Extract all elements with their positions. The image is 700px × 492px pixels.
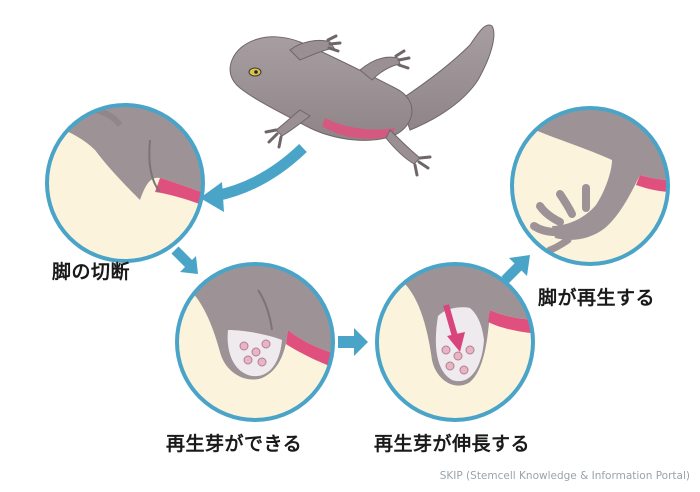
arrow-step3-to-step4: [501, 261, 524, 284]
step3-label: 再生芽が伸長する: [374, 433, 531, 455]
arrow-head-step3: [354, 328, 368, 356]
step4-label: 脚が再生する: [538, 287, 656, 309]
cell-dot: [459, 365, 469, 375]
step1-label: 脚の切断: [52, 261, 131, 283]
cell-dot: [465, 345, 475, 355]
arrow-salamander-to-step1: [213, 144, 307, 202]
cell-dot: [441, 345, 451, 355]
flow-arrows: [171, 144, 530, 356]
cell-dot: [243, 355, 253, 365]
step4-circle: [510, 106, 670, 266]
cell-dot: [257, 357, 267, 367]
growth-arrow: [443, 304, 459, 341]
cell-dot: [453, 351, 463, 361]
arrow-step1-to-step2: [171, 246, 194, 269]
salamander-illustration: [229, 24, 495, 177]
arrow-head-step2: [180, 256, 198, 274]
cell-dot: [239, 341, 249, 351]
cell-dot: [251, 347, 261, 357]
source-credit: SKIP (Stemcell Knowledge & Information P…: [439, 470, 690, 482]
step3-circle: [375, 262, 535, 422]
arrow-step2-to-step3: [338, 336, 354, 348]
step1-circle: [45, 103, 205, 263]
growth-arrow-head: [447, 332, 465, 352]
arrow-head-step4: [509, 255, 530, 276]
arrow-head-step1: [200, 182, 224, 212]
step2-circle: [175, 262, 335, 422]
cell-dot: [445, 361, 455, 371]
cell-dot: [261, 339, 271, 349]
step2-label: 再生芽ができる: [166, 433, 303, 455]
